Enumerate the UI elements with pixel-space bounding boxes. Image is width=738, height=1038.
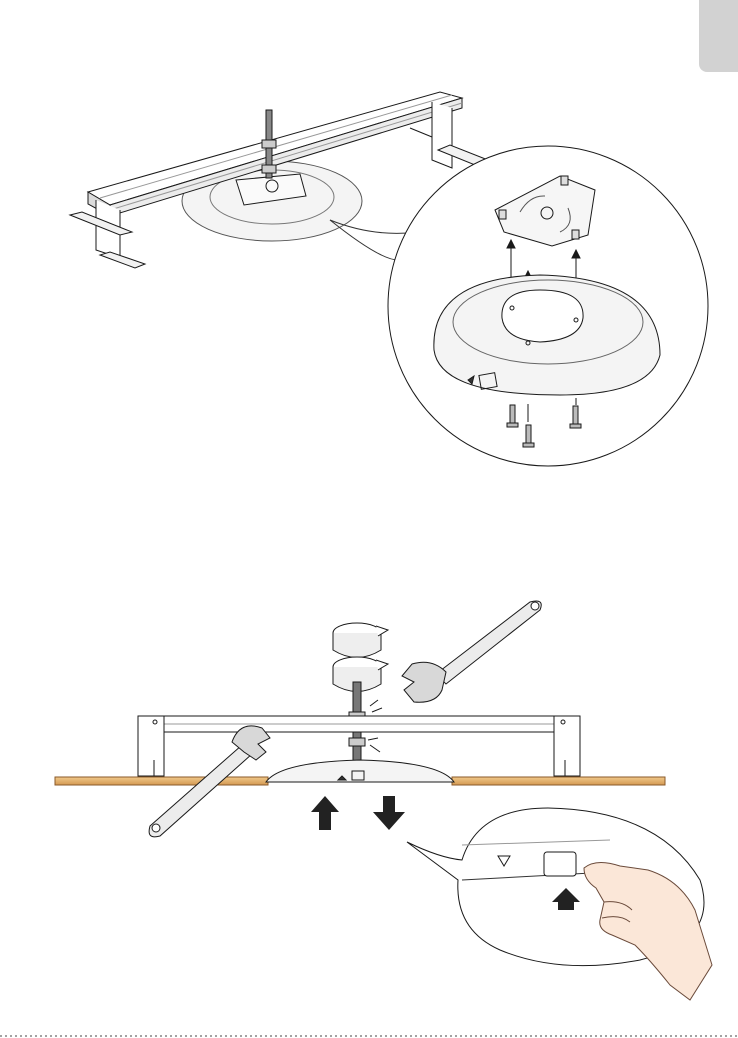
rotation-arrows xyxy=(333,623,388,692)
threaded-rod xyxy=(262,110,276,178)
top-figure xyxy=(70,92,708,466)
zoom-circle-top xyxy=(388,146,708,466)
up-arrow xyxy=(311,796,339,830)
base-plate-installed xyxy=(266,760,454,782)
bottom-figure xyxy=(55,601,712,1000)
wrench-right xyxy=(402,601,541,702)
down-arrow xyxy=(373,796,405,830)
